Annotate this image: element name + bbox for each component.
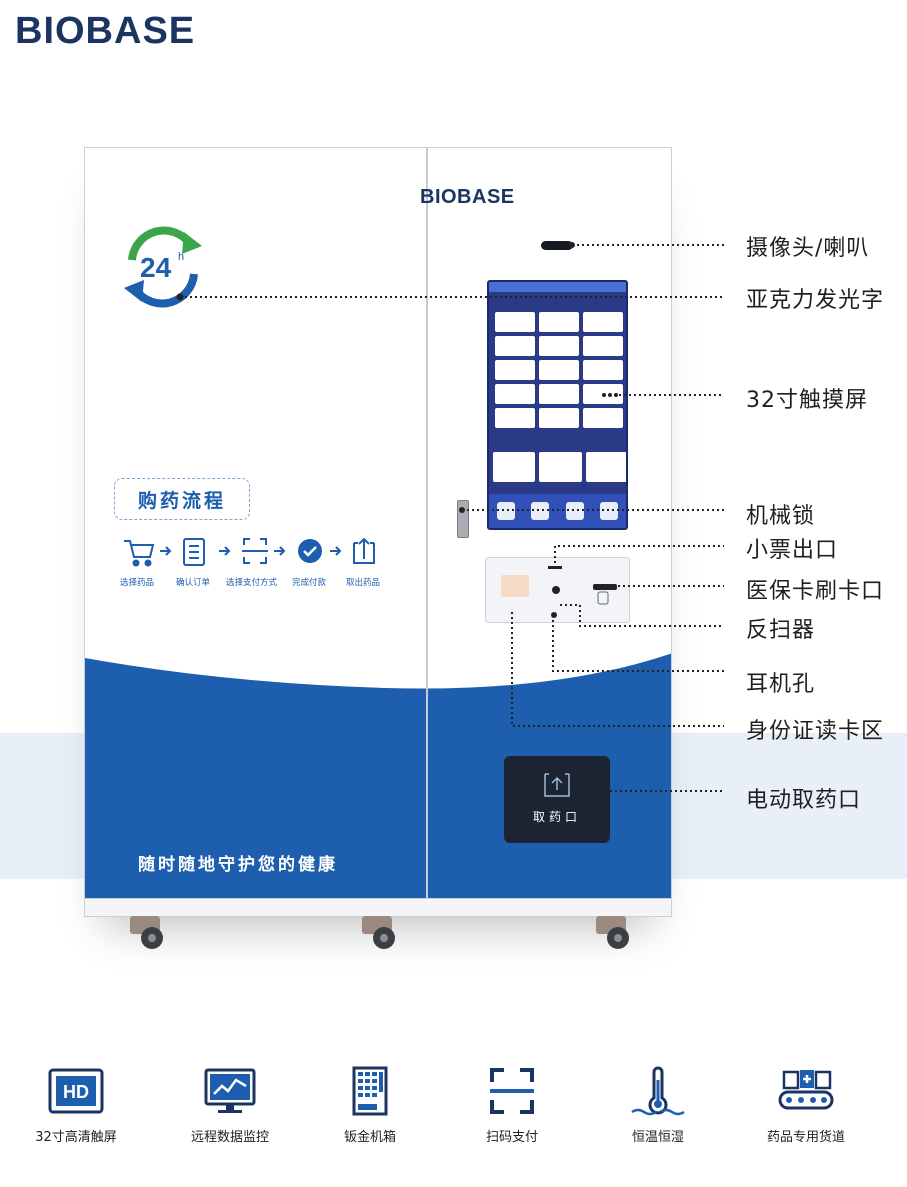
- touch-screen[interactable]: [487, 280, 628, 530]
- scan-frame-icon: [490, 1068, 534, 1114]
- screen-tile[interactable]: [583, 312, 623, 332]
- take-out-icon: [353, 537, 375, 564]
- product-card[interactable]: [493, 452, 536, 482]
- screen-tile[interactable]: [495, 360, 535, 380]
- screen-tile[interactable]: [539, 408, 579, 428]
- dock-button[interactable]: [565, 502, 584, 520]
- arrow-right-icon: [330, 546, 342, 556]
- screen-tile[interactable]: [495, 384, 535, 404]
- hd-screen-icon: HD: [48, 1068, 104, 1114]
- screen-tile[interactable]: [539, 384, 579, 404]
- product-card[interactable]: [539, 452, 582, 482]
- id-card-reader[interactable]: [501, 575, 529, 597]
- card-slot: [593, 584, 617, 590]
- order-list-icon: [183, 538, 205, 566]
- badge-suffix: h: [178, 251, 184, 263]
- arrow-right-icon: [160, 546, 172, 556]
- hd-icon-text: HD: [63, 1082, 89, 1102]
- feature-label: 32寸高清触屏: [35, 1130, 117, 1145]
- flow-step-3: 选择支付方式: [226, 578, 278, 588]
- callout-camera-speaker: 摄像头/喇叭: [746, 236, 870, 261]
- screen-tile[interactable]: [583, 336, 623, 356]
- callout-touch-screen: 32寸触摸屏: [746, 388, 868, 413]
- cart-icon: [124, 540, 155, 558]
- cabinet-grid-icon: [352, 1066, 388, 1116]
- screen-tile[interactable]: [539, 360, 579, 380]
- screen-tile[interactable]: [539, 336, 579, 356]
- callout-reverse-scanner: 反扫器: [746, 618, 816, 643]
- service-panel: [485, 557, 630, 623]
- callout-pickup-port: 电动取药口: [746, 788, 862, 813]
- caster-wheel: [130, 916, 163, 949]
- arrow-right-icon: [274, 546, 286, 556]
- cabinet-logo: BIOBASE: [420, 186, 515, 208]
- callout-insurance-card-slot: 医保卡刷卡口: [746, 579, 885, 604]
- slogan: 随时随地守护您的健康: [138, 855, 338, 875]
- screen-tile[interactable]: [495, 408, 535, 428]
- pickup-label: 取药口: [532, 810, 581, 824]
- callout-receipt-outlet: 小票出口: [746, 538, 839, 563]
- 24h-badge-icon: 24 h: [124, 226, 202, 308]
- scan-pay-icon: [242, 538, 268, 564]
- thermometer-icon: [631, 1066, 685, 1116]
- door-split-line: [426, 148, 428, 898]
- feature-label: 扫码支付: [485, 1130, 538, 1145]
- caster-wheel: [596, 916, 629, 949]
- camera-speaker: [541, 241, 573, 250]
- flow-step-5: 取出药品: [346, 578, 381, 588]
- feature-label: 恒温恒湿: [631, 1130, 684, 1145]
- screen-tile[interactable]: [495, 312, 535, 332]
- pickup-arrow-icon: [544, 773, 570, 797]
- callout-earphone-jack: 耳机孔: [746, 672, 816, 697]
- screen-tile[interactable]: [495, 336, 535, 356]
- callout-mechanical-lock: 机械锁: [746, 504, 816, 529]
- product-card[interactable]: [585, 452, 626, 482]
- monitor-chart-icon: [204, 1068, 256, 1113]
- flow-step-1: 选择药品: [120, 578, 155, 588]
- feature-row: HD 32寸高清触屏 远程数据监控 钣金机箱: [0, 1060, 907, 1160]
- flow-step-4: 完成付款: [292, 578, 327, 588]
- arrow-right-icon: [219, 546, 231, 556]
- flow-step-2: 确认订单: [176, 578, 211, 588]
- screen-tile[interactable]: [583, 360, 623, 380]
- callout-acrylic-sign: 亚克力发光字: [746, 288, 885, 313]
- flow-title: 购药流程: [114, 478, 250, 520]
- feature-label: 药品专用货道: [766, 1130, 845, 1145]
- caster-wheel: [362, 916, 395, 949]
- feature-label: 远程数据监控: [190, 1130, 269, 1145]
- brand-logo: BIOBASE: [15, 10, 196, 52]
- feature-label: 钣金机箱: [343, 1130, 396, 1145]
- cabinet-base: [85, 898, 671, 916]
- scanner-window: [552, 586, 560, 594]
- screen-tile[interactable]: [539, 312, 579, 332]
- screen-tile[interactable]: [583, 408, 623, 428]
- callout-id-card-reader: 身份证读卡区: [746, 719, 885, 744]
- conveyor-kit-icon: [778, 1070, 834, 1110]
- pickup-door[interactable]: 取药口: [504, 756, 610, 843]
- flow-step-icons: [124, 537, 375, 567]
- badge-hours: 24: [140, 252, 172, 283]
- check-circle-icon: [298, 539, 322, 563]
- dock-button[interactable]: [497, 502, 516, 520]
- dock-button[interactable]: [531, 502, 550, 520]
